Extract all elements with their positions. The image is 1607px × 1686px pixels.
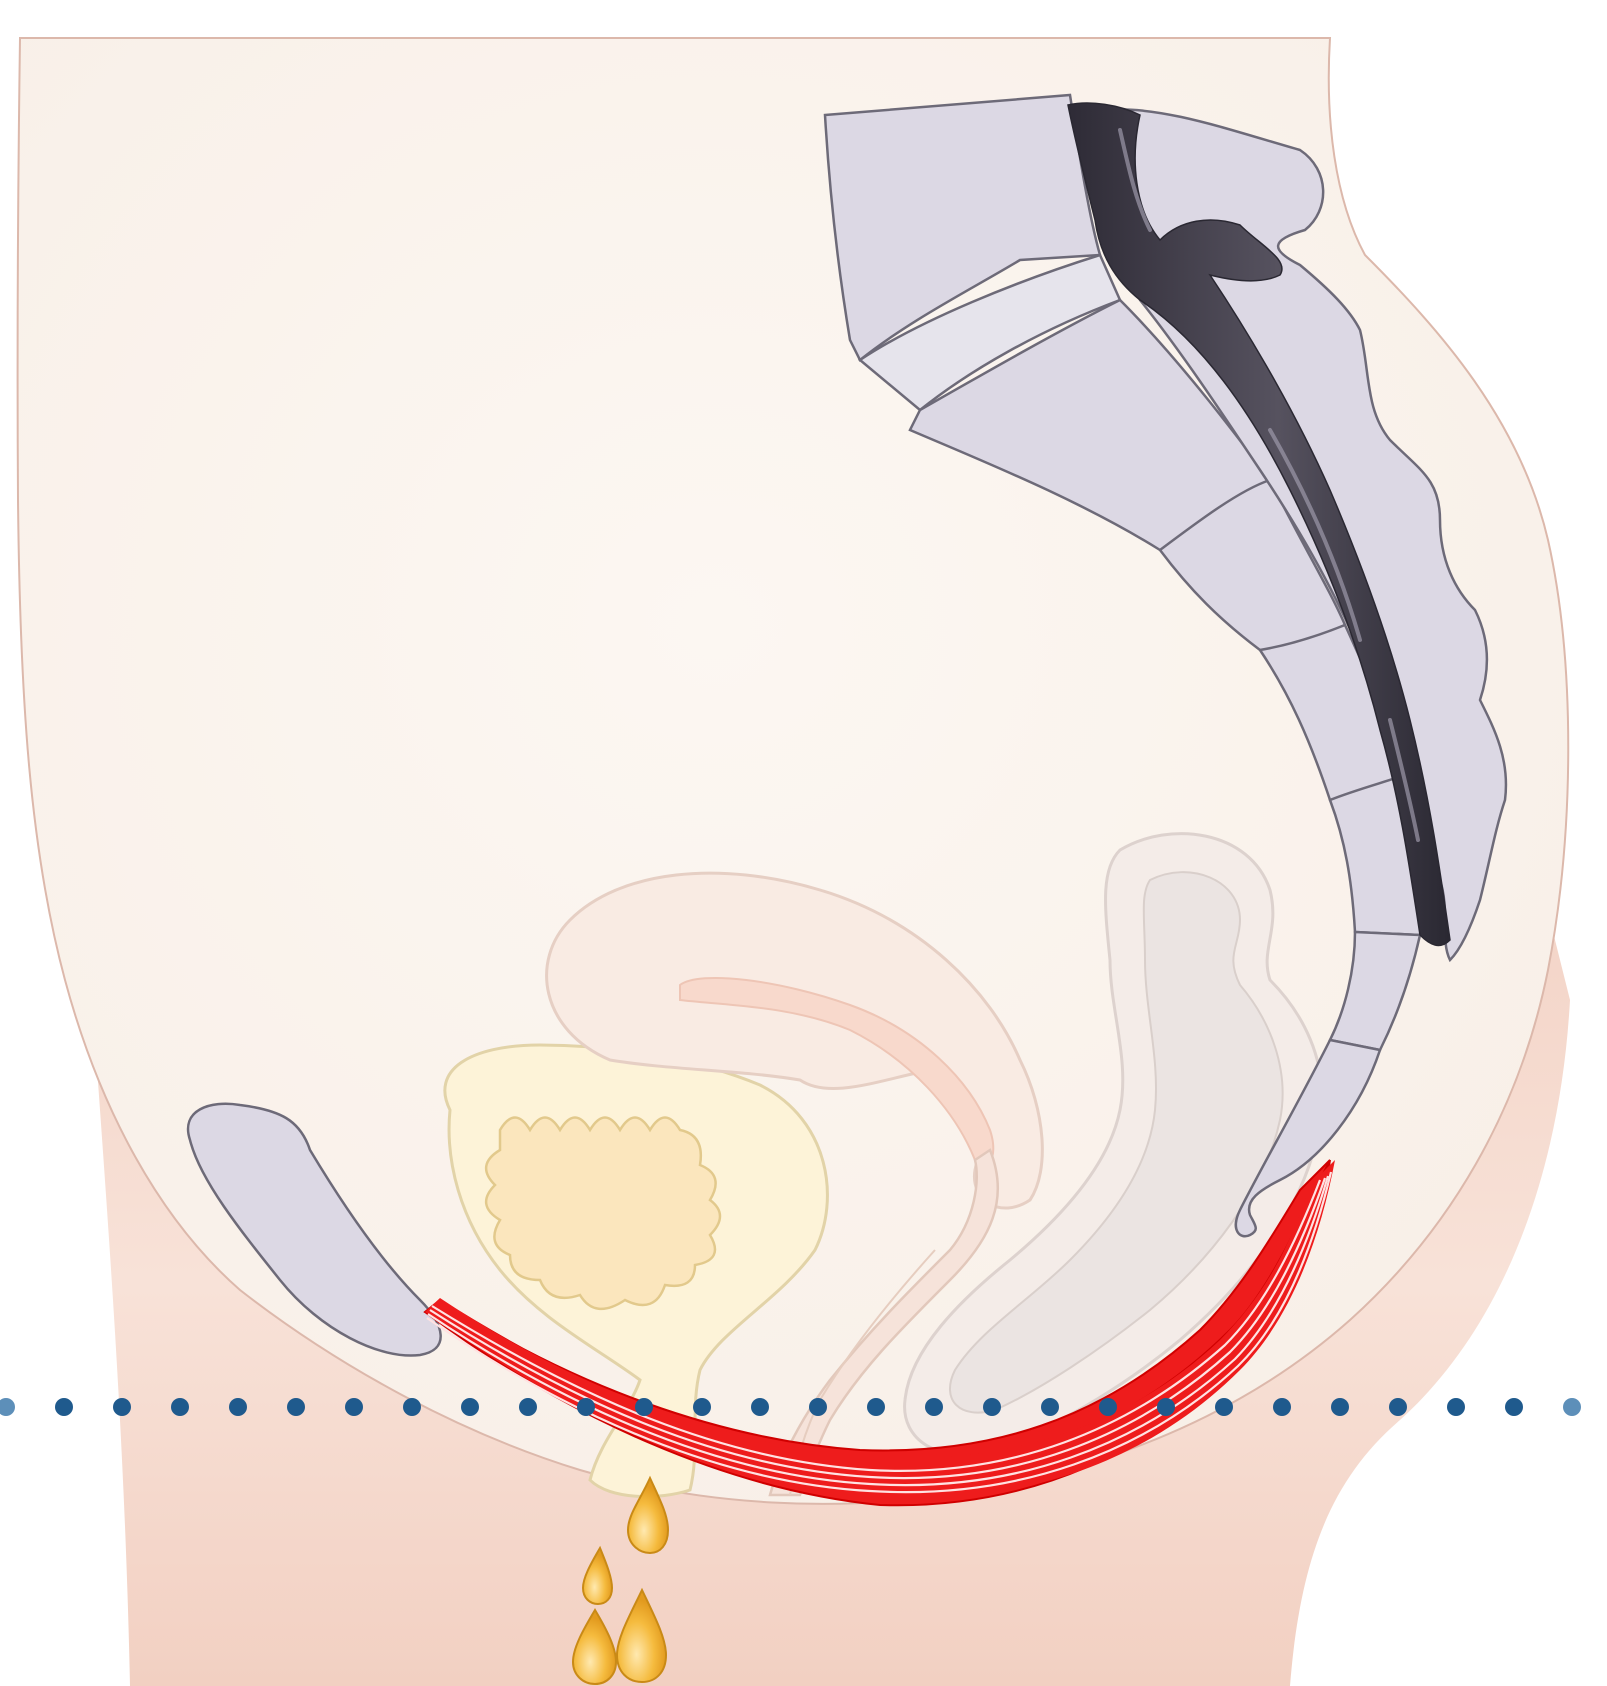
reference-line-dot: [113, 1398, 131, 1416]
reference-line-dot: [983, 1398, 1001, 1416]
reference-line-dot: [1505, 1398, 1523, 1416]
reference-line-dot: [0, 1398, 15, 1416]
reference-line-dot: [171, 1398, 189, 1416]
reference-line-dot: [461, 1398, 479, 1416]
reference-line-dot: [229, 1398, 247, 1416]
reference-line-dot: [1215, 1398, 1233, 1416]
reference-line-dot: [1099, 1398, 1117, 1416]
reference-line-dot: [1447, 1398, 1465, 1416]
reference-line-dot: [1563, 1398, 1581, 1416]
reference-line-dot: [1157, 1398, 1175, 1416]
reference-line-dot: [1273, 1398, 1291, 1416]
reference-line-dot: [867, 1398, 885, 1416]
reference-line-dot: [693, 1398, 711, 1416]
reference-line-dot: [809, 1398, 827, 1416]
reference-line-dot: [635, 1398, 653, 1416]
reference-line-dot: [403, 1398, 421, 1416]
reference-line-dot: [925, 1398, 943, 1416]
reference-line-dot: [1041, 1398, 1059, 1416]
reference-line-dot: [287, 1398, 305, 1416]
reference-line-dot: [577, 1398, 595, 1416]
reference-line-dot: [1331, 1398, 1349, 1416]
reference-line-dot: [751, 1398, 769, 1416]
reference-line-dot: [345, 1398, 363, 1416]
reference-line-dot: [519, 1398, 537, 1416]
reference-line-dot: [55, 1398, 73, 1416]
reference-line-dot: [1389, 1398, 1407, 1416]
